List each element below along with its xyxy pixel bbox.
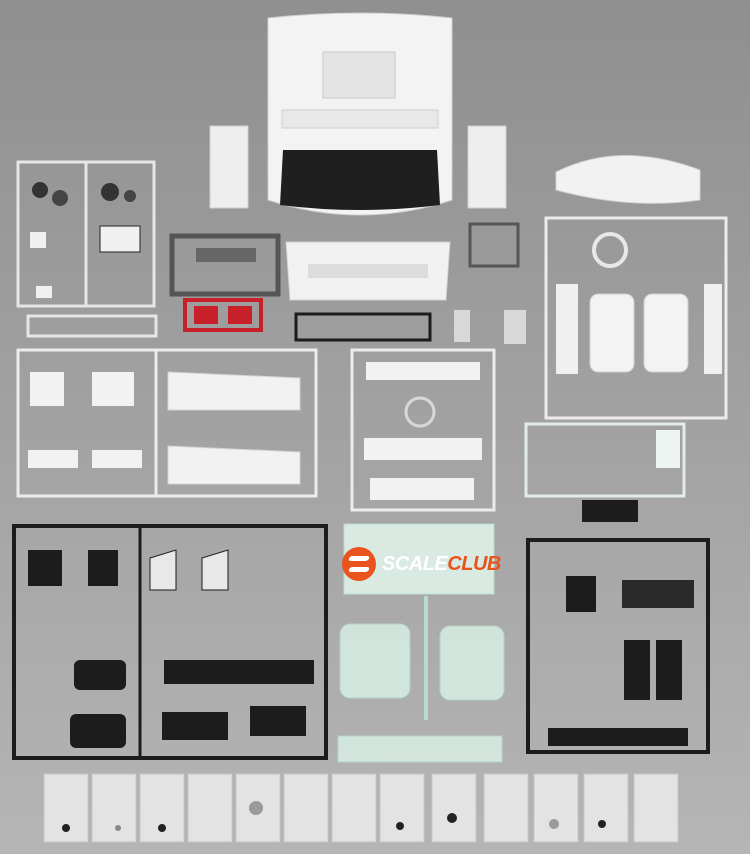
logo-mark-icon bbox=[342, 547, 376, 581]
sprue-clear-windows bbox=[337, 523, 505, 763]
hardware-bags bbox=[43, 773, 679, 843]
sprue-lights bbox=[16, 160, 158, 338]
truck-cab-shell bbox=[267, 12, 453, 216]
front-bumper bbox=[285, 241, 451, 301]
cab-side-steps bbox=[209, 125, 507, 209]
red-tail-lights bbox=[183, 298, 263, 332]
grey-chassis-part bbox=[169, 222, 520, 297]
sprue-black-interior bbox=[12, 524, 328, 760]
sprue-interior-seats bbox=[544, 155, 728, 420]
sprue-clear-lenses-small bbox=[524, 422, 686, 498]
sprue-black-dashboard bbox=[526, 500, 710, 754]
black-mirror-sprue-small bbox=[294, 312, 432, 342]
scaleclub-logo: SCALE CLUB bbox=[342, 546, 502, 582]
sprue-white-fenders bbox=[16, 348, 318, 498]
grey-brackets bbox=[454, 310, 526, 344]
logo-word-scale: SCALE bbox=[382, 552, 448, 575]
sprue-white-grille bbox=[350, 348, 496, 512]
logo-word-club: CLUB bbox=[447, 552, 501, 575]
